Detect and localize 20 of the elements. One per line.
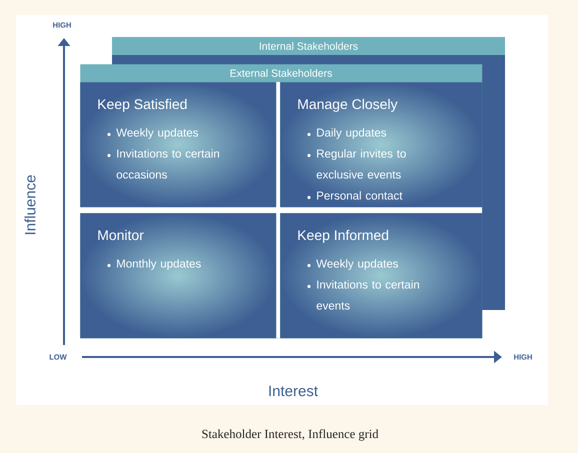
bullet-item: Invitations to certain events (307, 280, 419, 310)
quadrant-box (98, 98, 219, 179)
quadrant-box (298, 230, 419, 310)
caption: Stakeholder Interest, Influence grid (202, 429, 378, 441)
quadrant-title: Monitor (98, 230, 144, 240)
bullet-item: Weekly updates (107, 128, 198, 139)
bullet-item: Regular invites to exclusive events (307, 149, 406, 179)
bullet-item: Monthly updates (107, 259, 201, 270)
axis-title: Influence (24, 175, 36, 234)
bullet-item: Weekly updates (307, 259, 398, 270)
quadrant-title: Keep Informed (298, 230, 388, 243)
bullet-item: Personal contact (307, 191, 402, 200)
bullet-item: Daily updates (307, 128, 386, 139)
quadrant-box (298, 98, 406, 200)
quadrant-title: Manage Closely (298, 98, 398, 112)
axis-title: Interest (269, 386, 318, 396)
panel-header: Internal Stakeholders (112, 37, 505, 55)
bullet-item: Invitations to certain occasions (107, 149, 219, 179)
quadrant-title: Keep Satisfied (98, 98, 187, 112)
quadrant-box (98, 230, 201, 270)
